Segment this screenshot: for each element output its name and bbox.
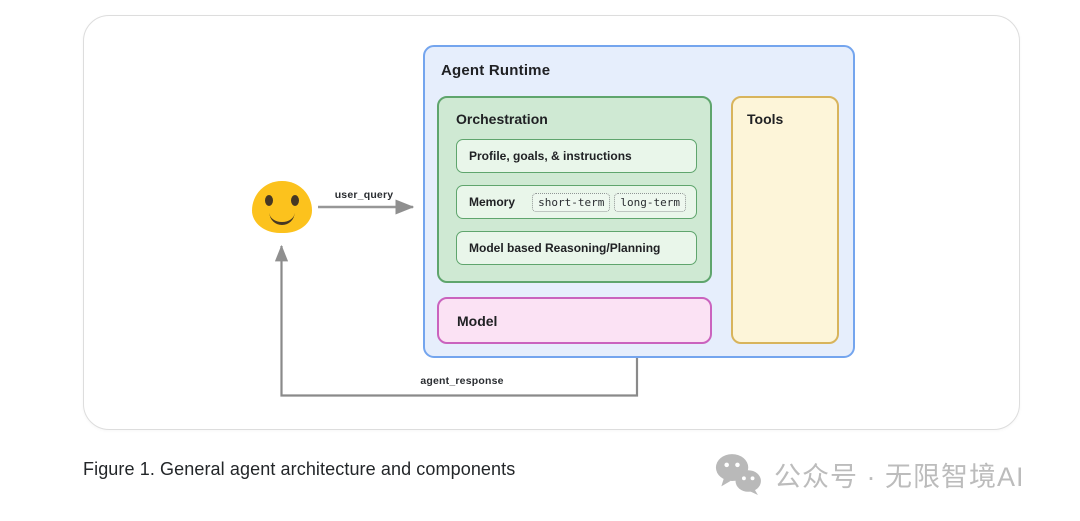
tools-title: Tools <box>747 111 784 127</box>
orchestration-item-reasoning: Model based Reasoning/Planning <box>456 231 697 265</box>
model-box: Model <box>437 297 712 344</box>
orchestration-item-label: Memory <box>469 195 516 209</box>
memory-chip-long-term: long-term <box>614 192 686 212</box>
agent-runtime-title: Agent Runtime <box>441 62 551 79</box>
emoji-left-eye <box>265 195 273 206</box>
memory-chip-group: short-term long-term <box>532 192 686 212</box>
figure-caption: Figure 1. General agent architecture and… <box>83 459 516 479</box>
wechat-icon <box>715 454 761 495</box>
orchestration-item-profile: Profile, goals, & instructions <box>456 139 697 173</box>
orchestration-item-memory: Memory short-term long-term <box>456 185 697 219</box>
orchestration-item-label: Profile, goals, & instructions <box>469 149 632 163</box>
user-query-label: user_query <box>334 189 394 201</box>
model-title: Model <box>457 312 498 329</box>
tools-box <box>731 96 839 344</box>
orchestration-item-label: Model based Reasoning/Planning <box>469 241 661 255</box>
emoji-smile <box>269 213 295 225</box>
user-smiley-blob-emoji-icon <box>252 181 312 233</box>
memory-chip-short-term: short-term <box>532 192 611 212</box>
watermark-text: 公众号 · 无限智境AI <box>774 461 1025 492</box>
agent-response-label: agent_response <box>420 375 504 387</box>
orchestration-title: Orchestration <box>456 111 548 127</box>
watermark: 公众号 · 无限智境AI <box>714 450 1025 498</box>
emoji-right-eye <box>291 195 299 206</box>
